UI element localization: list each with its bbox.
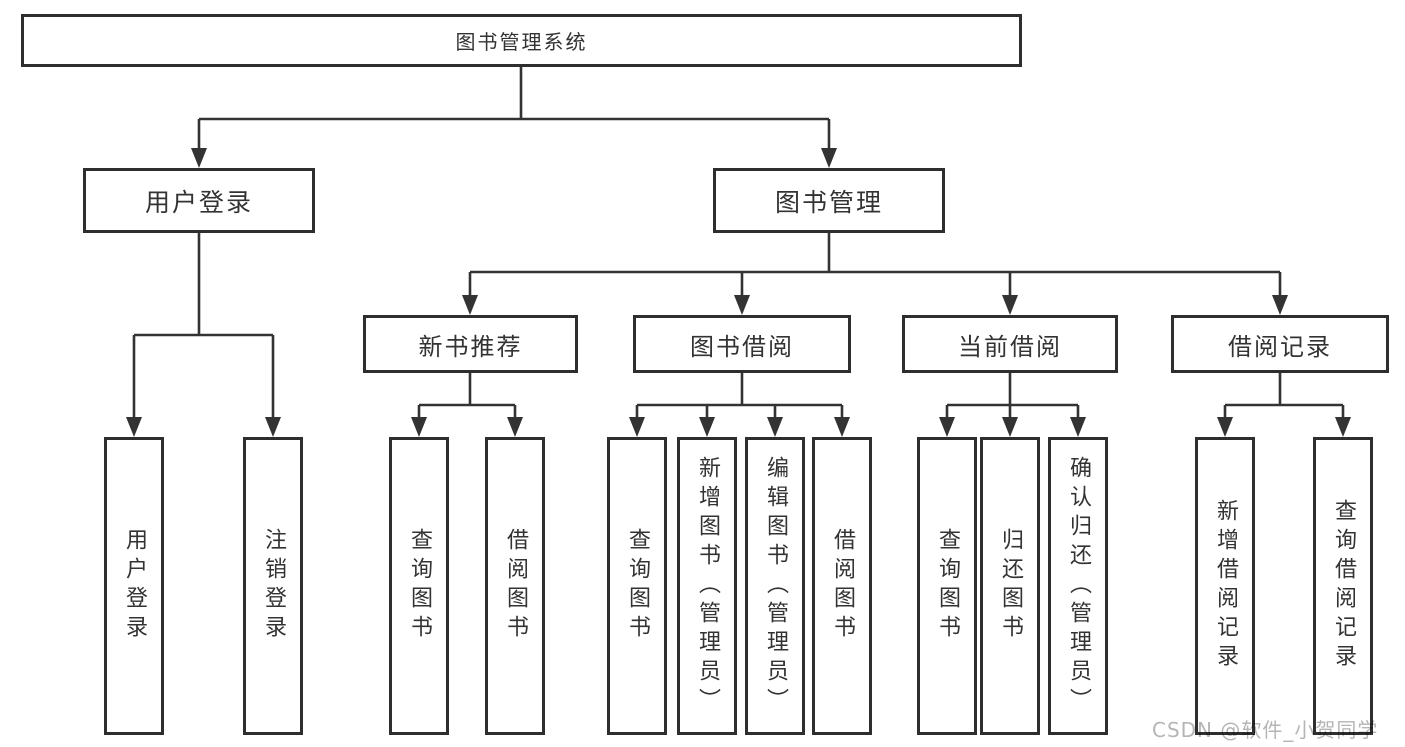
- leaf-borrow-books-1: 借阅图书: [485, 437, 545, 735]
- leaf-logout-label: 注销登录: [261, 528, 286, 644]
- leaf-query-books-1-label: 查询图书: [407, 528, 432, 644]
- node-borrow-records: 借阅记录: [1171, 315, 1389, 373]
- arrowheads: [126, 148, 1351, 437]
- connector-book-borrow-children: [635, 373, 844, 420]
- connector-root-to-level2: [197, 67, 831, 152]
- leaf-edit-book-admin: 编辑图书（管理员）: [745, 437, 805, 735]
- node-user-login: 用户登录: [83, 168, 315, 233]
- node-book-management-label: 图书管理: [774, 187, 883, 217]
- leaf-query-books-2-label: 查询图书: [625, 528, 650, 644]
- node-borrow-records-label: 借阅记录: [1228, 332, 1332, 361]
- node-user-login-label: 用户登录: [144, 187, 253, 217]
- connector-new-book-recommend-children: [417, 373, 517, 420]
- leaf-edit-book-admin-label: 编辑图书（管理员）: [763, 455, 788, 717]
- node-book-borrow: 图书借阅: [633, 315, 851, 373]
- leaf-confirm-return-admin-label: 确认归还（管理员）: [1066, 455, 1091, 717]
- connector-user-login-children: [132, 233, 275, 420]
- leaf-borrow-books-2-label: 借阅图书: [830, 528, 855, 644]
- leaf-query-books-2: 查询图书: [607, 437, 667, 735]
- leaf-logout: 注销登录: [243, 437, 303, 735]
- leaf-borrow-books-2: 借阅图书: [812, 437, 872, 735]
- node-new-book-recommend-label: 新书推荐: [418, 332, 523, 361]
- node-book-management: 图书管理: [713, 168, 945, 233]
- leaf-user-login: 用户登录: [104, 437, 164, 735]
- leaf-query-books-1: 查询图书: [389, 437, 449, 735]
- node-root: 图书管理系统: [21, 14, 1022, 67]
- leaf-borrow-books-1-label: 借阅图书: [503, 528, 528, 644]
- connector-current-borrow-children: [945, 373, 1080, 420]
- leaf-add-book-admin-label: 新增图书（管理员）: [695, 455, 720, 717]
- leaf-add-book-admin: 新增图书（管理员）: [677, 437, 737, 735]
- node-book-borrow-label: 图书借阅: [690, 332, 794, 361]
- node-current-borrow: 当前借阅: [902, 315, 1118, 373]
- leaf-confirm-return-admin: 确认归还（管理员）: [1048, 437, 1108, 735]
- leaf-query-books-3-label: 查询图书: [935, 528, 960, 644]
- leaf-user-login-label: 用户登录: [122, 528, 147, 644]
- leaf-query-borrow-record: 查询借阅记录: [1313, 437, 1373, 735]
- leaf-query-books-3: 查询图书: [917, 437, 977, 735]
- node-current-borrow-label: 当前借阅: [958, 332, 1062, 361]
- leaf-add-borrow-record: 新增借阅记录: [1195, 437, 1255, 735]
- leaf-add-borrow-record-label: 新增借阅记录: [1213, 499, 1238, 673]
- node-new-book-recommend: 新书推荐: [363, 315, 578, 373]
- leaf-return-book: 归还图书: [980, 437, 1040, 735]
- node-root-label: 图书管理系统: [455, 30, 588, 54]
- connector-book-management-children: [468, 233, 1282, 298]
- leaf-return-book-label: 归还图书: [998, 528, 1023, 644]
- leaf-query-borrow-record-label: 查询借阅记录: [1331, 499, 1356, 673]
- csdn-watermark: CSDN @软件_小贺同学: [1152, 718, 1379, 742]
- connector-borrow-records-children: [1223, 373, 1345, 420]
